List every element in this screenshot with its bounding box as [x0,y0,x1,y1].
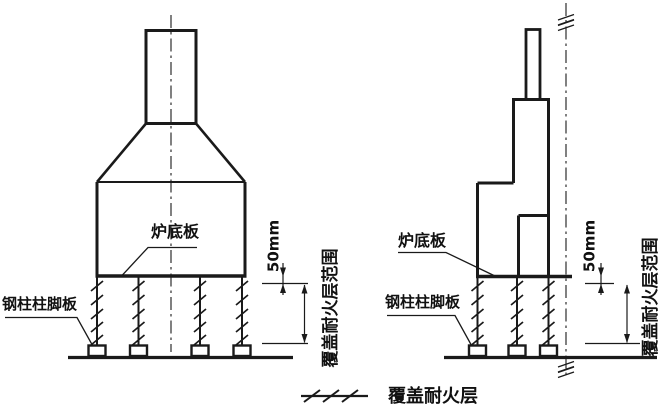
furnace-neck-outline-side [524,28,542,101]
column-with-base-plate [89,278,106,357]
steel-columns-with-refractory-hatch [469,278,557,357]
furnace-plate-label: 炉底板 [151,222,200,241]
hopper-slant-right [195,122,246,183]
column-with-base-plate [192,278,209,357]
dimension-50mm: 50mm [580,220,614,295]
furnace-neck-outline [144,29,198,125]
furnace-plate-leader-line [398,251,497,278]
dim-50mm-text: 50mm [264,220,282,272]
coverage-range-label: 覆盖耐火层范围 [320,249,341,368]
steel-columns-with-refractory-hatch [89,278,251,357]
column-with-base-plate [540,278,557,357]
column-with-base-plate [469,278,486,357]
refractory-hatch-symbol [301,389,368,403]
axis-break-mark-bottom2 [557,366,575,379]
column-base-leader-line [5,316,93,345]
hopper-slant-left [96,122,147,183]
legend: 覆盖耐火层 [301,385,478,407]
dimension-50mm: 50mm [262,220,308,295]
legend-label: 覆盖耐火层 [388,385,478,407]
column-base-leader-line [387,314,472,345]
column-with-base-plate [130,278,147,357]
front-elevation-view: 炉底板 钢柱柱脚板 50mm 覆盖耐火层范围 [2,15,341,368]
dimension-coverage-range: 覆盖耐火层范围 [262,249,341,368]
column-base-plate-label: 钢柱柱脚板 [2,295,78,313]
column-with-base-plate [234,278,251,357]
dimension-coverage-range: 覆盖耐火层范围 [585,238,661,357]
column-base-plate-label: 钢柱柱脚板 [385,293,461,311]
coverage-range-label: 覆盖耐火层范围 [640,238,661,357]
furnace-plate-label: 炉底板 [398,231,447,250]
dim-50mm-text: 50mm [580,220,598,272]
side-elevation-view: 炉底板 钢柱柱脚板 50mm 覆盖耐火层范围 [385,3,661,379]
column-with-base-plate [509,278,526,357]
axis-break-mark-top [557,13,575,26]
furnace-plate-leader-line [121,246,197,276]
